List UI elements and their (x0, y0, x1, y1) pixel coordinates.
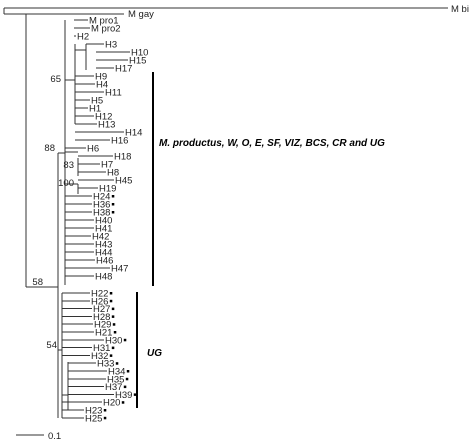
tip-label-h27: H27 (93, 304, 110, 315)
tip-label-h4: H4 (96, 80, 108, 91)
tip-marker-h24 (111, 195, 115, 198)
tip-label-h7: H7 (101, 160, 113, 171)
tip-marker-h36 (111, 203, 115, 206)
tip-marker-h27 (111, 307, 115, 311)
tip-label-h23: H23 (85, 406, 102, 417)
tip-label-m-pro2: M pro2 (91, 24, 121, 35)
tip-label-h44: H44 (95, 248, 112, 259)
tip-label-h38: H38 (93, 208, 110, 219)
bootstrap-65: 65 (50, 74, 61, 85)
tip-label-h48: H48 (95, 272, 112, 283)
tip-marker-h33 (115, 362, 119, 365)
tip-label-m-pro1: M pro1 (89, 16, 119, 27)
tip-label-h28: H28 (93, 312, 110, 323)
tip-marker-h21 (113, 331, 117, 334)
tip-label-h45: H45 (115, 176, 132, 187)
clade-label-productus: M. productus, W, O, E, SF, VIZ, BCS, CR … (159, 138, 385, 149)
tip-marker-h22 (109, 292, 113, 295)
tip-label-h24: H24 (93, 192, 110, 203)
tips-lower: H22H26H27H28H29H21H30H31H32H33H34H35H37H… (62, 289, 137, 424)
tip-label-h36: H36 (93, 200, 110, 211)
tip-label-h31: H31 (93, 343, 110, 354)
tip-label-h19: H19 (99, 184, 116, 195)
tree-backbone (26, 20, 87, 418)
clade-label-ug: UG (147, 348, 162, 359)
tip-marker-h37 (123, 385, 127, 389)
tip-label-h34: H34 (108, 367, 125, 378)
tip-label-h20: H20 (103, 398, 120, 409)
tip-marker-h26 (109, 299, 113, 303)
outgroup-branches (3, 7, 448, 287)
bootstrap-54: 54 (46, 340, 57, 351)
bootstrap-100: 100 (58, 178, 74, 189)
tip-label-h14: H14 (125, 128, 142, 139)
tip-label-h8: H8 (107, 168, 119, 179)
tip-label-h3: H3 (105, 40, 117, 51)
tip-marker-h30 (123, 338, 127, 342)
scale-bar-label: 0.1 (48, 431, 61, 442)
bootstrap-58: 58 (32, 277, 43, 288)
tip-label-h32: H32 (91, 351, 108, 362)
tip-label-h40: H40 (95, 216, 112, 227)
tip-label-h10: H10 (131, 48, 148, 59)
bootstrap-88: 88 (44, 143, 55, 154)
tip-label-h29: H29 (94, 320, 111, 331)
tip-label-h5: H5 (91, 96, 103, 107)
tip-label-h15: H15 (129, 56, 146, 67)
tip-label-h17: H17 (115, 64, 132, 75)
tip-label-h9: H9 (95, 72, 107, 83)
tip-label-h2: H2 (77, 32, 89, 43)
tip-label-h39: H39 (115, 390, 132, 401)
tip-marker-h20 (121, 401, 125, 404)
tip-label-h46: H46 (96, 256, 113, 267)
tip-marker-h29 (112, 323, 116, 326)
tip-label-h12: H12 (95, 112, 112, 123)
tip-label-h6: H6 (87, 144, 99, 155)
tip-label-h41: H41 (95, 224, 112, 235)
tip-label-h26: H26 (91, 296, 108, 307)
tip-marker-h25 (103, 416, 107, 420)
tip-marker-h31 (111, 346, 115, 350)
tip-label-h16: H16 (111, 136, 128, 147)
tip-label-h43: H43 (95, 240, 112, 251)
tip-label-h11: H11 (105, 88, 122, 99)
tip-marker-h23 (103, 409, 107, 412)
tip-marker-h38 (111, 211, 115, 214)
tip-label-h42: H42 (92, 232, 109, 243)
tip-label-h33: H33 (97, 359, 114, 370)
tip-label-h30: H30 (105, 335, 122, 346)
tip-label-h35: H35 (107, 374, 124, 385)
tip-marker-h28 (111, 315, 115, 318)
tip-label-h13: H13 (98, 120, 115, 131)
tip-label-h47: H47 (111, 264, 128, 275)
tip-marker-h32 (109, 354, 113, 357)
tip-marker-h35 (125, 377, 129, 381)
tip-label-h25: H25 (85, 413, 102, 424)
bootstrap-83: 83 (63, 160, 74, 171)
tip-label-h22: H22 (91, 289, 108, 300)
outgroup-label-m-bi: M bi (451, 4, 469, 15)
tip-label-h37: H37 (105, 382, 122, 393)
tip-marker-h34 (126, 370, 130, 373)
tip-marker-h39 (133, 393, 137, 396)
tip-label-h18: H18 (114, 152, 131, 163)
tip-label-h21: H21 (95, 328, 112, 339)
tip-label-h1: H1 (89, 104, 101, 115)
outgroup-label-m-gay: M gay (128, 9, 154, 20)
